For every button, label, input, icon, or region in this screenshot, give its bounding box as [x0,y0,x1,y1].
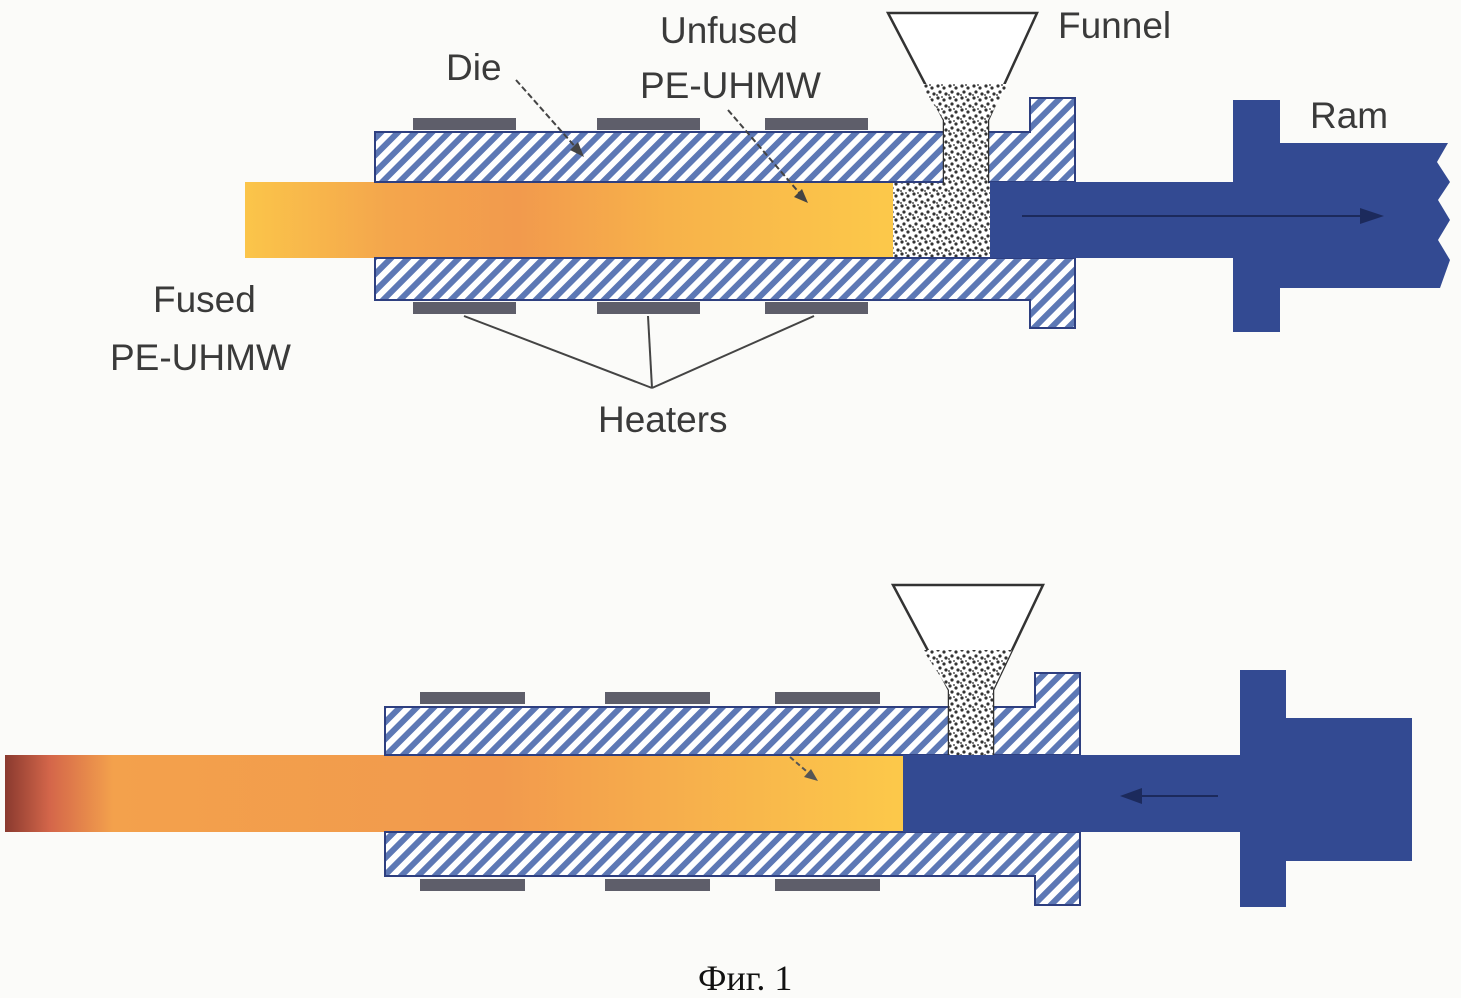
heater-bottom-1 [413,302,516,314]
unfused-granules-top [893,182,990,258]
heater-top-1 [413,118,516,130]
unfused-label-line1: Unfused [660,10,798,51]
heater-bottom-diagram-top-3 [775,692,880,704]
heater-bottom-diagram-bottom-2 [605,879,710,891]
heater-bottom-diagram-top-2 [605,692,710,704]
fused-material-top [245,182,895,258]
fused-label-line1: Fused [153,279,256,320]
heaters-leader-line-2 [648,316,652,388]
heaters-label: Heaters [598,399,728,440]
die-label: Die [446,47,502,88]
heater-bottom-diagram-bottom-1 [420,879,525,891]
ram-shaft-bottom [903,755,1248,832]
ram-flange-bottom [1240,670,1286,907]
die-lower-wall-bottom [385,832,1080,905]
fused-label-line2: PE-UHMW [110,337,291,378]
bottom-diagram [5,585,1412,907]
funnel-label: Funnel [1058,5,1171,46]
unfused-label-line2: PE-UHMW [640,65,821,106]
figure-caption: Фиг. 1 [698,958,792,998]
heater-bottom-diagram-bottom-3 [775,879,880,891]
fused-material-bottom [5,755,905,832]
funnel-feed-granules-top [944,180,988,186]
heater-bottom-3 [765,302,868,314]
die-lower-wall-top [375,258,1075,328]
heaters-leader-line-3 [652,316,814,388]
heaters-leader-lines [464,316,652,388]
ram-label: Ram [1310,95,1388,136]
heater-bottom-2 [597,302,700,314]
heater-top-2 [597,118,700,130]
ram-shaft-top [990,182,1240,258]
ram-body-bottom [1286,718,1412,861]
heater-bottom-diagram-top-1 [420,692,525,704]
top-diagram: Die Unfused PE-UHMW Funnel Ram Fused PE-… [110,5,1450,440]
heater-top-3 [765,118,868,130]
